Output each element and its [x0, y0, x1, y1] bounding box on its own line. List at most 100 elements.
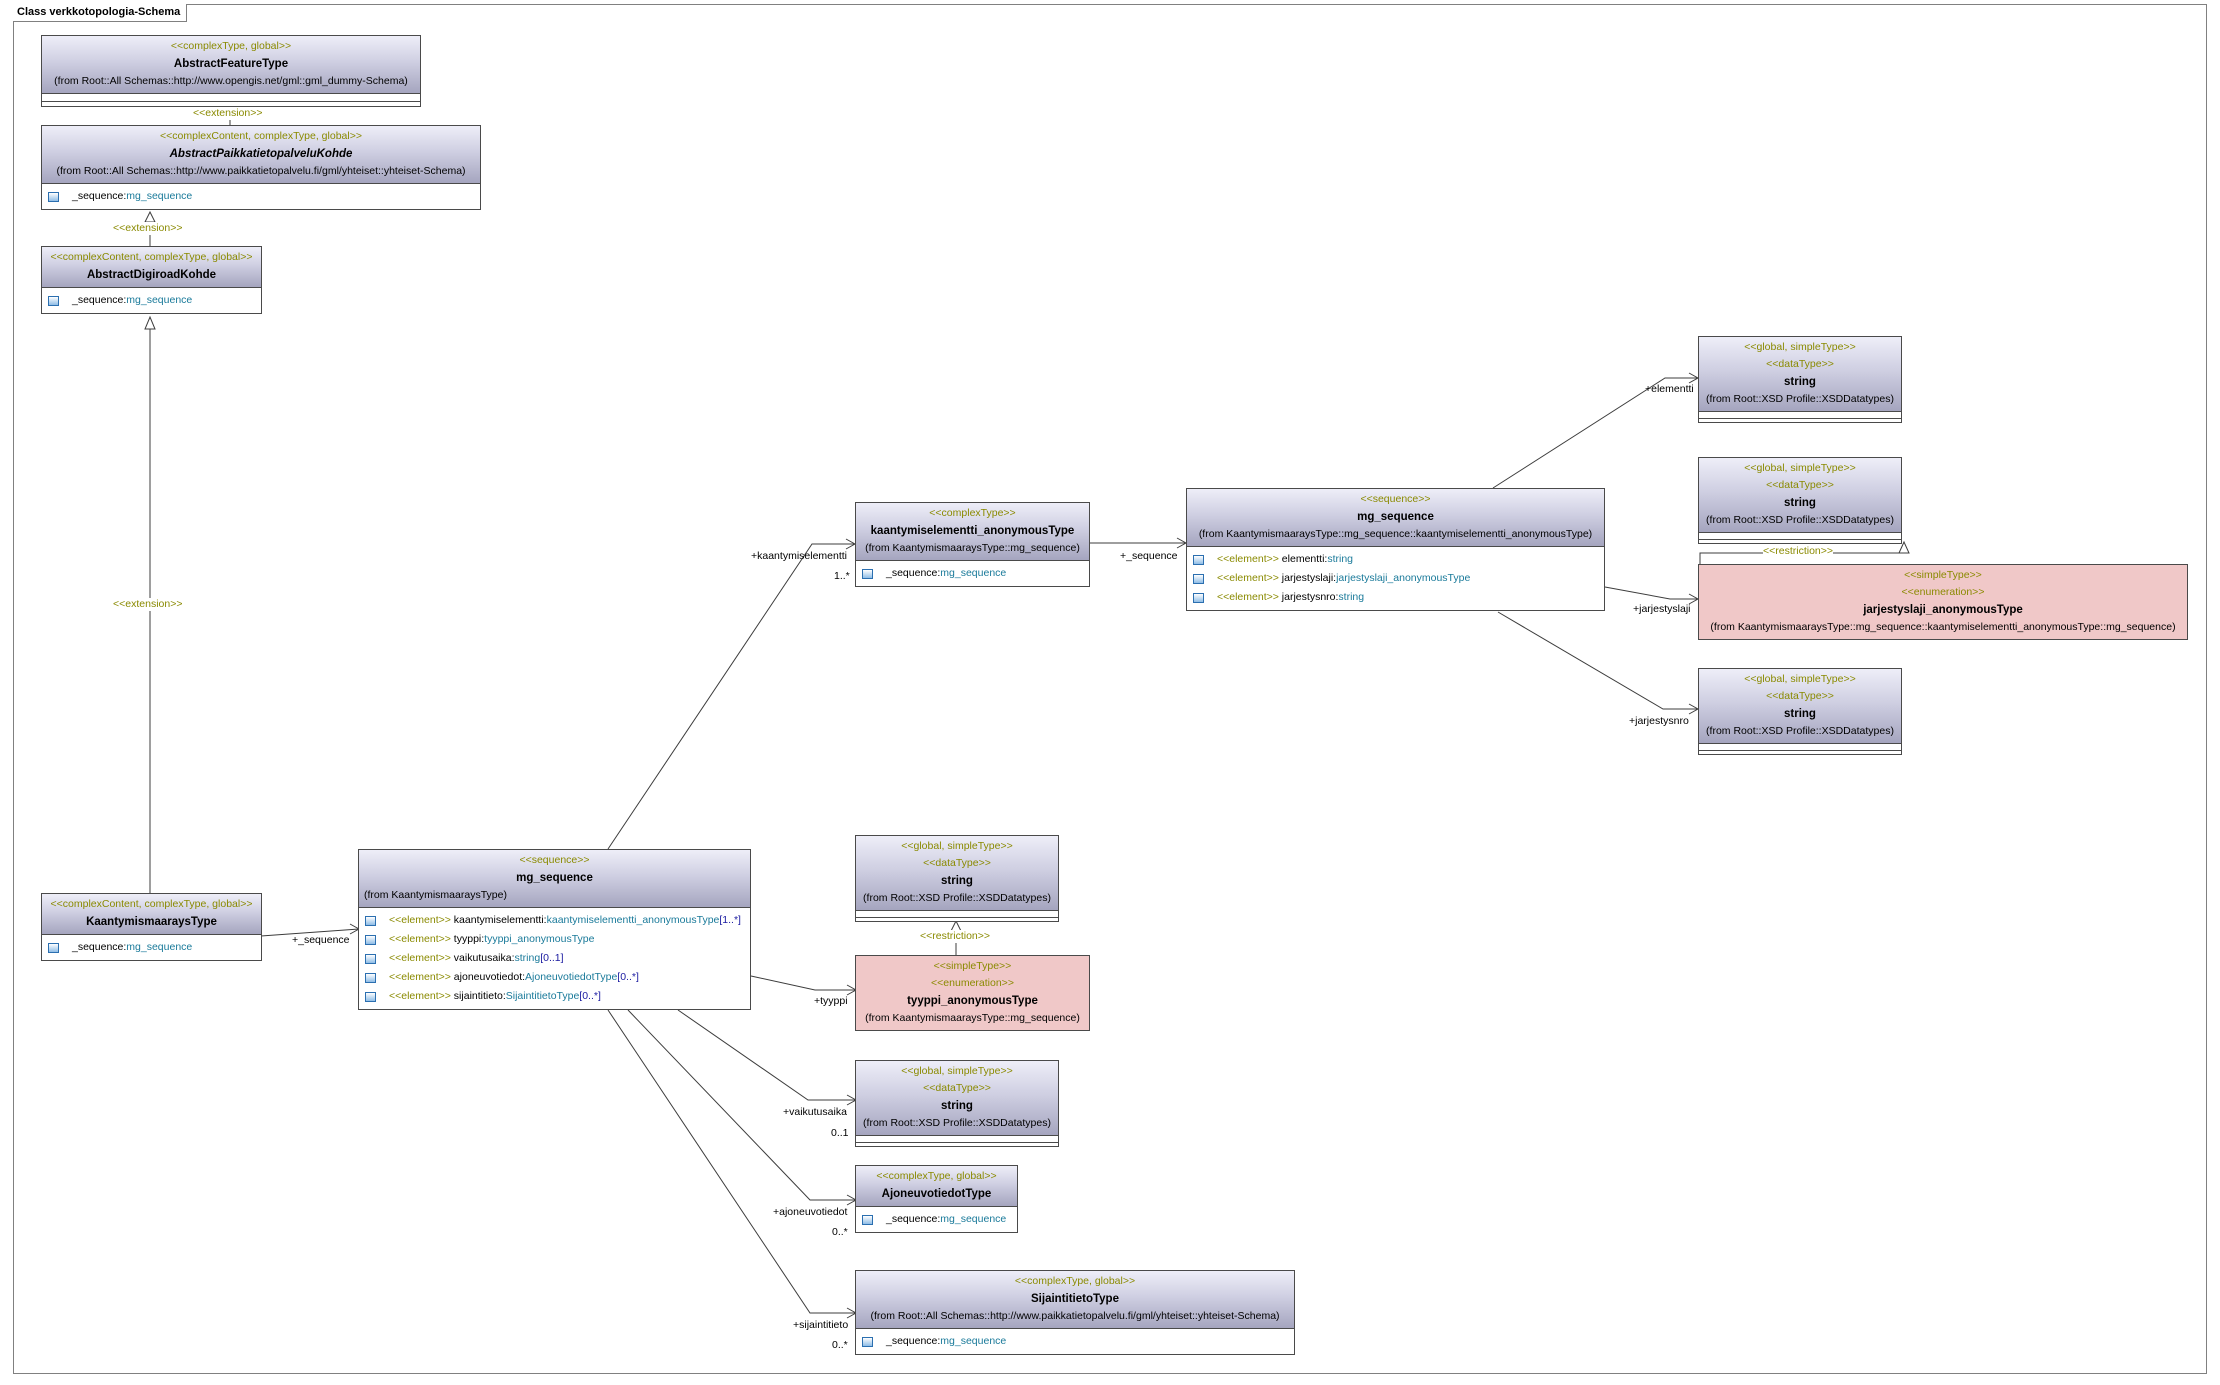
restriction-label: <<restriction>> [920, 930, 991, 943]
class-string-tyyppi-base[interactable]: <<global, simpleType>> <<dataType>> stri… [855, 835, 1059, 922]
class-name: jarjestyslaji_anonymousType [1863, 604, 2023, 616]
stereotype-datatype: <<dataType>> [1766, 358, 1834, 370]
attribute-row[interactable]: <<element>> jarjestyslaji:jarjestyslaji_… [1187, 569, 1604, 588]
association-line [1497, 611, 1698, 710]
attribute-row[interactable]: _sequence:mg_sequence [42, 291, 261, 310]
class-tyyppi-anonymoustype[interactable]: <<simpleType>> <<enumeration>> tyyppi_an… [855, 955, 1090, 1031]
attribute-row[interactable]: _sequence:mg_sequence [42, 938, 261, 957]
association-line [260, 928, 360, 937]
attributes-compartment [856, 911, 1058, 918]
attribute-icon [365, 954, 376, 964]
association-line [627, 1009, 856, 1201]
stereotype-datatype: <<dataType>> [1766, 690, 1834, 702]
class-abstractpaikkatietopalvelukohde[interactable]: <<complexContent, complexType, global>> … [41, 125, 481, 210]
class-origin: (from KaantymismaaraysType::mg_sequence:… [1198, 528, 1593, 540]
class-origin: (from KaantymismaaraysType::mg_sequence) [865, 1012, 1080, 1024]
extension-label: <<extension>> [193, 107, 263, 120]
attribute-icon [862, 569, 873, 579]
attribute-row[interactable]: <<element>> tyyppi:tyyppi_anonymousType [359, 930, 750, 949]
attribute-icon [365, 935, 376, 945]
class-string-elementti[interactable]: <<global, simpleType>> <<dataType>> stri… [1698, 336, 1902, 423]
attribute-row[interactable]: <<element>> vaikutusaika:string[0..1] [359, 949, 750, 968]
attribute-icon [1193, 574, 1204, 584]
role-label-elementti: +elementti [1645, 383, 1694, 395]
attribute-row[interactable]: <<element>> sijaintitieto:SijaintitietoT… [359, 987, 750, 1006]
attribute-icon [862, 1215, 873, 1225]
attribute-icon [1193, 555, 1204, 565]
class-abstractfeaturetype[interactable]: <<complexType, global>> AbstractFeatureT… [41, 35, 421, 107]
role-label-tyyppi: +tyyppi [814, 995, 848, 1007]
class-header: <<complexType, global>> SijaintitietoTyp… [856, 1271, 1294, 1329]
class-origin: (from Root::All Schemas::http://www.paik… [56, 165, 466, 177]
association-line [1604, 586, 1698, 600]
class-header: <<complexType>> kaantymiselementti_anony… [856, 503, 1089, 561]
class-name: AbstractFeatureType [173, 58, 289, 70]
class-ajoneuvotiedottype[interactable]: <<complexType, global>> AjoneuvotiedotTy… [855, 1165, 1018, 1233]
class-header: <<global, simpleType>> <<dataType>> stri… [856, 1061, 1058, 1136]
stereotype: <<complexType, global>> [876, 1170, 997, 1182]
restriction-label: <<restriction>> [1763, 545, 1834, 558]
diagram-title: Class verkkotopologia-Schema [13, 4, 188, 22]
stereotype-datatype: <<dataType>> [923, 1082, 991, 1094]
class-header: <<complexContent, complexType, global>> … [42, 894, 261, 935]
class-kaantymiselementti-anonymoustype[interactable]: <<complexType>> kaantymiselementti_anony… [855, 502, 1090, 587]
attribute-row[interactable]: _sequence:mg_sequence [856, 1332, 1294, 1351]
attribute-row[interactable]: <<element>> elementti:string [1187, 550, 1604, 569]
attribute-icon [365, 973, 376, 983]
class-origin: (from Root::XSD Profile::XSDDatatypes) [1706, 725, 1894, 737]
restriction-arrowhead [1898, 540, 1910, 554]
attributes-compartment: _sequence:mg_sequence [42, 184, 480, 209]
class-name: string [1784, 376, 1816, 388]
class-sijaintitietotype[interactable]: <<complexType, global>> SijaintitietoTyp… [855, 1270, 1295, 1355]
stereotype: <<global, simpleType>> [1744, 673, 1856, 685]
role-label-sequence: +_sequence [1120, 550, 1178, 562]
attribute-icon [862, 1337, 873, 1347]
class-name: mg_sequence [516, 872, 593, 884]
role-label-sijaintitieto: +sijaintitieto [793, 1319, 849, 1331]
association-line [677, 1009, 856, 1101]
class-name: AjoneuvotiedotType [881, 1188, 992, 1200]
class-string-jarjestysnro[interactable]: <<global, simpleType>> <<dataType>> stri… [1698, 668, 1902, 755]
stereotype: <<complexType>> [929, 507, 1016, 519]
class-string-restriction-base[interactable]: <<global, simpleType>> <<dataType>> stri… [1698, 457, 1902, 544]
diagram-frame [13, 4, 2207, 1374]
class-header: <<sequence>> mg_sequence (from Kaantymis… [359, 850, 750, 908]
class-kaantymismaaraystype[interactable]: <<complexContent, complexType, global>> … [41, 893, 262, 961]
attribute-row[interactable]: _sequence:mg_sequence [42, 187, 480, 206]
stereotype: <<complexContent, complexType, global>> [50, 251, 253, 263]
association-line [750, 975, 856, 991]
attribute-row[interactable]: <<element>> ajoneuvotiedot:Ajoneuvotiedo… [359, 968, 750, 987]
attributes-compartment: _sequence:mg_sequence [856, 1207, 1017, 1232]
attributes-compartment: _sequence:mg_sequence [42, 288, 261, 313]
class-string-vaikutusaika[interactable]: <<global, simpleType>> <<dataType>> stri… [855, 1060, 1059, 1147]
attributes-compartment: _sequence:mg_sequence [42, 935, 261, 960]
attribute-icon [48, 192, 59, 202]
class-name: AbstractPaikkatietopalveluKohde [169, 148, 353, 160]
attributes-compartment [856, 1136, 1058, 1143]
class-jarjestyslaji-anonymoustype[interactable]: <<simpleType>> <<enumeration>> jarjestys… [1698, 564, 2188, 640]
attribute-row[interactable]: _sequence:mg_sequence [856, 1210, 1017, 1229]
role-label-jarjestyslaji: +jarjestyslaji [1633, 603, 1691, 615]
role-label-jarjestysnro: +jarjestysnro [1629, 715, 1689, 727]
operations-compartment [856, 1143, 1058, 1146]
attribute-row[interactable]: _sequence:mg_sequence [856, 564, 1089, 583]
class-abstractdigiroadkohde[interactable]: <<complexContent, complexType, global>> … [41, 246, 262, 314]
class-header: <<global, simpleType>> <<dataType>> stri… [856, 836, 1058, 911]
stereotype: <<complexContent, complexType, global>> [50, 898, 253, 910]
class-header: <<complexContent, complexType, global>> … [42, 126, 480, 184]
class-name: SijaintitietoType [1031, 1293, 1119, 1305]
stereotype-enumeration: <<enumeration>> [1901, 586, 1985, 598]
class-mg-sequence-right[interactable]: <<sequence>> mg_sequence (from Kaantymis… [1186, 488, 1605, 611]
attributes-compartment [1699, 744, 1901, 751]
attributes-compartment: <<element>> kaantymiselementti:kaantymis… [359, 908, 750, 1009]
operations-compartment [1699, 419, 1901, 422]
class-origin: (from Root::XSD Profile::XSDDatatypes) [863, 892, 1051, 904]
role-label-vaikutusaika: +vaikutusaika [783, 1106, 847, 1118]
class-header: <<simpleType>> <<enumeration>> jarjestys… [1699, 565, 2187, 639]
attribute-row[interactable]: <<element>> jarjestysnro:string [1187, 588, 1604, 607]
attribute-row[interactable]: <<element>> kaantymiselementti:kaantymis… [359, 911, 750, 930]
class-header: <<global, simpleType>> <<dataType>> stri… [1699, 337, 1901, 412]
class-origin: (from Root::All Schemas::http://www.open… [54, 75, 408, 87]
attribute-icon [365, 916, 376, 926]
class-mg-sequence-main[interactable]: <<sequence>> mg_sequence (from Kaantymis… [358, 849, 751, 1010]
